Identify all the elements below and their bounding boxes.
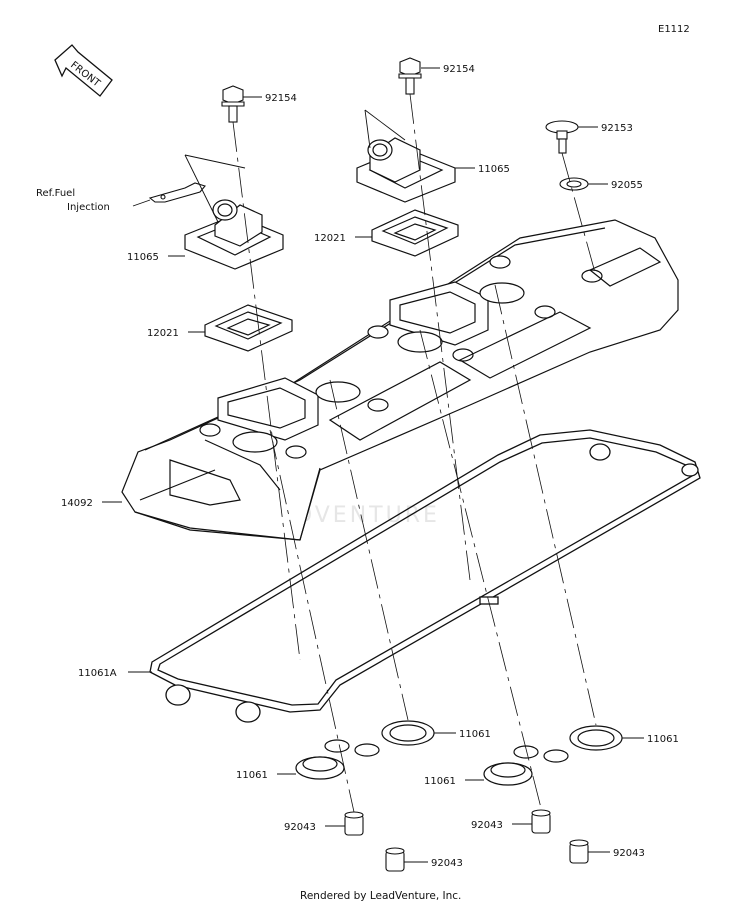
cover-gasket (149, 429, 701, 723)
alignment-lines (232, 93, 597, 813)
washer (559, 177, 589, 191)
seal-ring-3 (295, 739, 380, 780)
ref-label-line2: Injection (67, 202, 110, 213)
bolt-right (398, 57, 422, 95)
bolt-left (221, 85, 245, 123)
label-grommet-3: 92043 (471, 820, 503, 831)
bolt-small (545, 120, 579, 154)
diagram-code: E1112 (658, 24, 690, 35)
label-washer: 92055 (611, 180, 643, 191)
label-seal-3: 11061 (236, 770, 268, 781)
plug-gasket-left (204, 304, 293, 352)
grommet-3 (531, 809, 551, 834)
grommet-2 (385, 847, 405, 872)
label-seal-1: 11061 (459, 729, 491, 740)
label-bolt-left: 92154 (265, 93, 297, 104)
label-gasket-left: 12021 (147, 328, 179, 339)
front-arrow-icon: FRONT (54, 44, 113, 97)
seal-ring-1 (381, 720, 435, 746)
label-cover-gasket: 11061A (78, 668, 117, 679)
label-grommet-2: 92043 (431, 858, 463, 869)
label-gasket-right: 12021 (314, 233, 346, 244)
cylinder-head-cover (121, 219, 679, 541)
label-grommet-1: 92043 (284, 822, 316, 833)
label-grommet-4: 92043 (613, 848, 645, 859)
grommet-1 (344, 811, 364, 836)
seal-ring-2 (569, 725, 623, 751)
label-seal-2: 11061 (647, 734, 679, 745)
ref-label-line1: Ref.Fuel (36, 188, 75, 199)
label-bolt-small: 92153 (601, 123, 633, 134)
breather-cover-right (356, 137, 456, 203)
label-seal-4: 11061 (424, 776, 456, 787)
label-breather-left: 11065 (127, 252, 159, 263)
grommet-4 (569, 839, 589, 864)
label-bolt-right: 92154 (443, 64, 475, 75)
label-breather-right: 11065 (478, 164, 510, 175)
label-cover: 14092 (61, 498, 93, 509)
plug-gasket-right (371, 209, 459, 257)
fuel-injection-bracket (148, 182, 206, 203)
footer-credit: Rendered by LeadVenture, Inc. (300, 890, 461, 902)
breather-cover-left (184, 199, 284, 270)
leader-lines (102, 67, 644, 863)
seal-ring-4 (483, 745, 569, 786)
